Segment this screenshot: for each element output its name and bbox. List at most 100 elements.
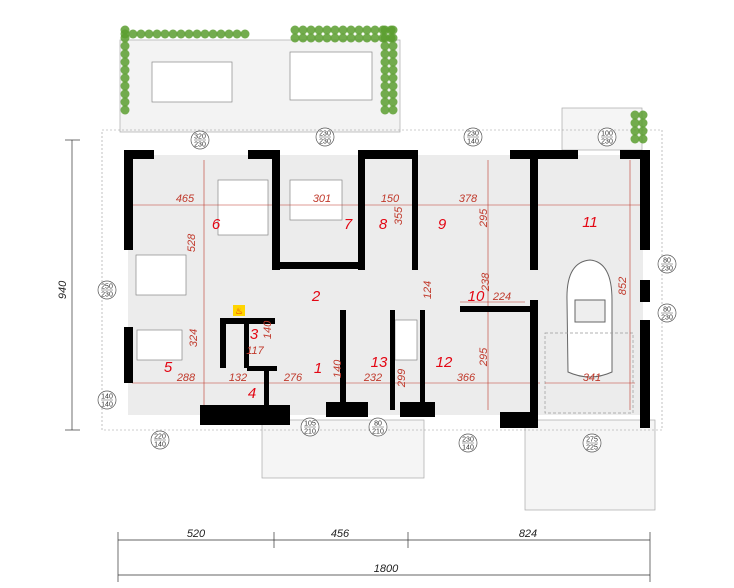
plant-icon	[380, 81, 390, 91]
plant-icon	[638, 118, 648, 128]
plant-icon	[290, 33, 300, 43]
opening-height: 210	[372, 429, 384, 436]
plant-icon	[380, 25, 390, 35]
opening-height: 140	[154, 442, 166, 449]
opening-height: 140	[101, 402, 113, 409]
room-dimension: 288	[176, 372, 196, 384]
plant-icon	[152, 29, 162, 39]
room-dimension: 299	[396, 369, 408, 388]
plant-icon	[232, 29, 242, 39]
plant-icon	[330, 25, 340, 35]
plant-icon	[380, 73, 390, 83]
overall-total-width: 1800	[374, 563, 399, 575]
room-dimension: 124	[422, 281, 434, 299]
room-dimension: 238	[480, 272, 492, 292]
room-dimension: 276	[283, 372, 303, 384]
plant-icon	[306, 25, 316, 35]
opening-height: 210	[304, 429, 316, 436]
plant-icon	[120, 49, 130, 59]
room-dimension: 132	[229, 372, 247, 384]
terrace-entrance	[261, 419, 425, 479]
flame-glyph: ♨	[235, 306, 243, 316]
opening-width: 80	[663, 307, 671, 314]
opening-width: 80	[663, 258, 671, 265]
plant-icon	[380, 57, 390, 67]
plant-icon	[120, 73, 130, 83]
fireplace-icon	[233, 305, 245, 316]
plant-icon	[388, 49, 398, 59]
opening-width: 80	[374, 421, 382, 428]
plant-icon	[388, 81, 398, 91]
opening-width: 230	[462, 437, 474, 444]
room-number: 12	[436, 354, 453, 371]
opening-height: 230	[661, 315, 673, 322]
plant-icon	[380, 89, 390, 99]
plant-icon	[638, 134, 648, 144]
room-dimension: 301	[313, 193, 331, 205]
plant-icon	[144, 29, 154, 39]
overall-width-middle: 456	[331, 528, 350, 540]
dimension-lines	[132, 160, 640, 410]
room-dimension: 295	[478, 208, 490, 228]
plant-icon	[346, 33, 356, 43]
room-number: 4	[248, 385, 256, 402]
plant-icon	[362, 25, 372, 35]
plant-icon	[388, 41, 398, 51]
plant-icon	[630, 134, 640, 144]
opening-width: 230	[467, 131, 479, 138]
plant-icon	[160, 29, 170, 39]
room-dimension: 366	[457, 372, 476, 384]
opening-width: 230	[319, 131, 331, 138]
room-dimension: 140	[262, 320, 274, 339]
plant-icon	[120, 41, 130, 51]
room-number: 7	[344, 216, 353, 233]
plant-icon	[638, 126, 648, 136]
overall-width-right: 824	[519, 528, 537, 540]
overall-depth: 940	[57, 280, 69, 299]
plant-icon	[380, 65, 390, 75]
room-dimension: 465	[176, 193, 195, 205]
plant-icon	[240, 29, 250, 39]
room-dimension: 528	[186, 233, 198, 252]
plant-icon	[128, 29, 138, 39]
plant-icon	[120, 57, 130, 67]
plant-icon	[346, 25, 356, 35]
plant-icon	[388, 65, 398, 75]
plant-icon	[380, 41, 390, 51]
plant-icon	[136, 29, 146, 39]
plant-icon	[380, 97, 390, 107]
opening-width: 275	[586, 437, 598, 444]
plant-icon	[388, 57, 398, 67]
floor-area	[128, 155, 643, 415]
plant-icon	[338, 33, 348, 43]
opening-width: 220	[154, 434, 166, 441]
walls	[124, 150, 650, 428]
plant-icon	[120, 89, 130, 99]
room-dimension: 324	[188, 329, 200, 347]
plant-icon	[120, 29, 130, 39]
plant-icon	[192, 29, 202, 39]
room-dimension: 295	[478, 347, 490, 367]
room-dimension: 232	[363, 372, 382, 384]
plant-icon	[370, 33, 380, 43]
plant-icon	[380, 105, 390, 115]
plant-icon	[370, 25, 380, 35]
room-number: 2	[311, 288, 321, 305]
plant-icon	[322, 25, 332, 35]
overall-width-left: 520	[187, 528, 206, 540]
plant-icon	[298, 33, 308, 43]
plant-icon	[314, 33, 324, 43]
room-dimension: 224	[492, 291, 511, 303]
plant-icon	[638, 110, 648, 120]
opening-width: 105	[304, 421, 316, 428]
plant-icon	[354, 33, 364, 43]
plant-icon	[388, 105, 398, 115]
plant-icon	[388, 89, 398, 99]
